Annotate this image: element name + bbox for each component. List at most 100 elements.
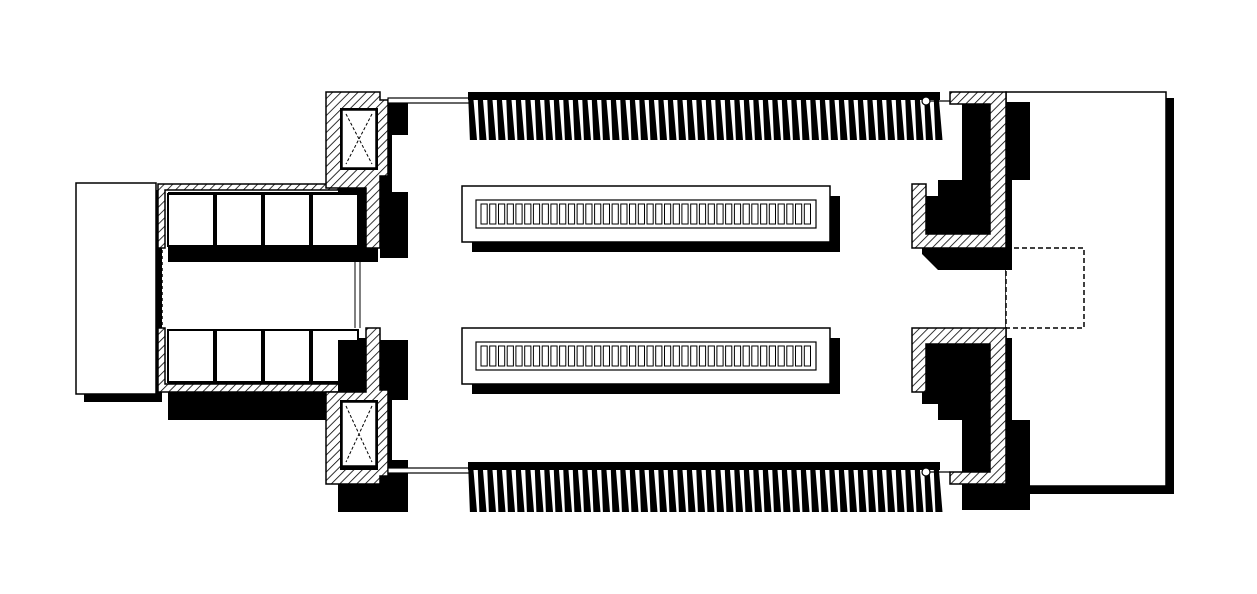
display-slat bbox=[681, 345, 689, 367]
display-slat bbox=[576, 203, 584, 225]
display-slat bbox=[707, 203, 715, 225]
display-slat bbox=[489, 203, 497, 225]
bay-cell bbox=[311, 193, 359, 247]
display-slat bbox=[795, 203, 803, 225]
pivot-bottom bbox=[921, 467, 931, 477]
display-slat bbox=[550, 345, 558, 367]
display-slat bbox=[515, 203, 523, 225]
display-slat bbox=[751, 345, 759, 367]
display-slat bbox=[733, 345, 742, 367]
display-slat bbox=[567, 203, 576, 225]
display-inner-frame bbox=[475, 341, 817, 371]
display-slat bbox=[576, 345, 584, 367]
display-slat bbox=[498, 203, 506, 225]
display-slat bbox=[637, 345, 645, 367]
display-slat bbox=[725, 203, 733, 225]
display-slat bbox=[760, 345, 768, 367]
fin-blade-set bbox=[468, 462, 943, 512]
display-slat bbox=[602, 203, 610, 225]
display-inner-frame bbox=[475, 199, 817, 229]
display-slat bbox=[664, 203, 672, 225]
display-slat bbox=[742, 203, 750, 225]
display-slat bbox=[532, 203, 541, 225]
display-slat bbox=[751, 203, 759, 225]
display-slat bbox=[646, 203, 654, 225]
hatched-wall-pier-bottom bbox=[325, 327, 408, 512]
display-slat bbox=[672, 345, 680, 367]
display-slat bbox=[567, 345, 576, 367]
display-slat bbox=[725, 345, 733, 367]
bay-cell bbox=[167, 329, 215, 383]
display-slat bbox=[594, 203, 602, 225]
bottom-rail bbox=[387, 467, 471, 474]
display-slat bbox=[559, 203, 567, 225]
bay-row-top bbox=[167, 193, 359, 247]
central-long-display-top bbox=[461, 185, 840, 252]
display-slat bbox=[489, 345, 497, 367]
display-slat bbox=[594, 345, 602, 367]
display-slat bbox=[532, 345, 541, 367]
right-dashed-room bbox=[1005, 247, 1085, 329]
display-slat bbox=[786, 345, 794, 367]
display-slat bbox=[585, 203, 593, 225]
pivot-top bbox=[921, 96, 931, 106]
right-enclosure bbox=[1005, 91, 1174, 494]
display-slat bbox=[515, 345, 523, 367]
display-slat bbox=[698, 345, 707, 367]
display-slat bbox=[629, 203, 637, 225]
display-slat bbox=[506, 345, 514, 367]
display-slat bbox=[646, 345, 654, 367]
perimeter-fin-array-top bbox=[468, 92, 943, 140]
bay-cell bbox=[167, 193, 215, 247]
display-slat bbox=[620, 203, 628, 225]
display-slat bbox=[698, 203, 707, 225]
display-slat bbox=[480, 203, 488, 225]
display-slat bbox=[611, 345, 619, 367]
bay-cell bbox=[263, 329, 311, 383]
display-slat bbox=[541, 345, 549, 367]
display-slat bbox=[786, 203, 794, 225]
right-return-wall-bottom bbox=[911, 327, 1030, 510]
fin-base-bar bbox=[468, 462, 940, 470]
central-long-display-bottom bbox=[461, 327, 840, 394]
display-slat bbox=[803, 203, 811, 225]
display-slat bbox=[498, 345, 506, 367]
display-slat bbox=[655, 203, 663, 225]
display-slat bbox=[707, 345, 715, 367]
perimeter-fin-array-bottom bbox=[468, 462, 943, 512]
display-slat bbox=[716, 345, 724, 367]
display-slat bbox=[620, 345, 628, 367]
left-bay-wing-top bbox=[157, 183, 378, 262]
bay-cell bbox=[215, 193, 263, 247]
display-slat bbox=[742, 345, 750, 367]
display-slat bbox=[768, 203, 776, 225]
display-slat bbox=[637, 203, 645, 225]
display-slat bbox=[664, 345, 672, 367]
display-slat bbox=[655, 345, 663, 367]
bay-row-bottom bbox=[167, 329, 359, 383]
display-slat bbox=[690, 345, 698, 367]
x-marked-box bbox=[345, 113, 373, 165]
top-rail bbox=[387, 97, 471, 104]
display-slat bbox=[681, 203, 689, 225]
display-slat bbox=[768, 345, 776, 367]
fin-base-bar bbox=[468, 92, 940, 100]
display-slat bbox=[716, 203, 724, 225]
fin-blade-set bbox=[468, 92, 943, 140]
display-slat bbox=[777, 203, 785, 225]
display-slat bbox=[550, 203, 558, 225]
right-return-wall-top bbox=[911, 91, 1030, 270]
hatched-wall-pier-top bbox=[325, 91, 408, 258]
bay-cell bbox=[263, 193, 311, 247]
display-slat bbox=[524, 203, 532, 225]
display-slat bbox=[559, 345, 567, 367]
display-slat bbox=[506, 203, 514, 225]
display-slat bbox=[541, 203, 549, 225]
display-slat bbox=[585, 345, 593, 367]
display-slat bbox=[795, 345, 803, 367]
display-slat bbox=[480, 345, 488, 367]
display-slat bbox=[777, 345, 785, 367]
left-annex-block bbox=[75, 182, 162, 402]
display-slat bbox=[733, 203, 742, 225]
